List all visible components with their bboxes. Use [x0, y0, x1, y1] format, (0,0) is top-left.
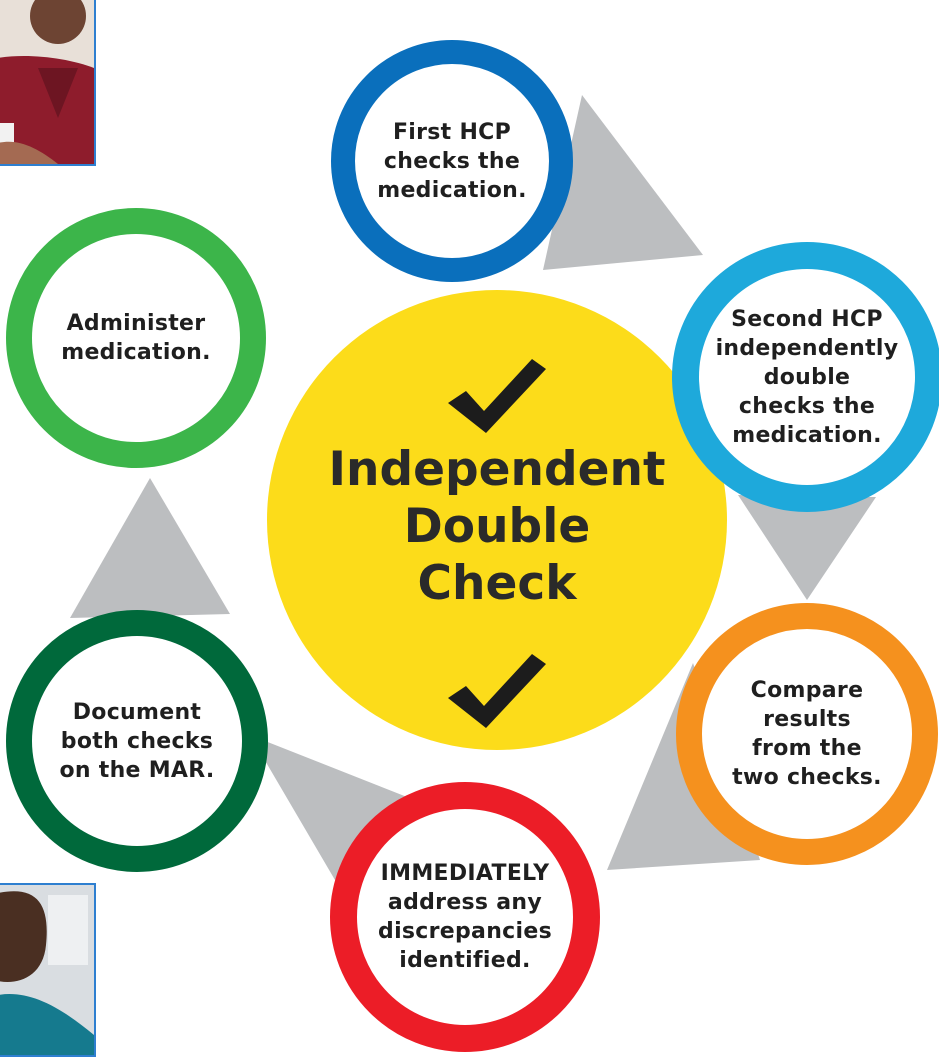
hub-circle: Independent Double Check	[267, 290, 727, 750]
technician-photo	[0, 883, 96, 1057]
arrow-second-to-compare	[738, 495, 876, 600]
step-document-checks-text: Document both checks on the MAR.	[59, 699, 215, 783]
arrow-document-to-administer	[70, 478, 230, 618]
check-mark-icon	[448, 654, 546, 728]
step-second-check: Second HCP independently double checks t…	[672, 242, 939, 512]
step-second-check-text: Second HCP independently double checks t…	[715, 306, 899, 448]
step-first-check: First HCP checks the medication.	[331, 40, 573, 282]
step-document-checks: Document both checks on the MAR.	[6, 610, 268, 872]
hub-title: Independent Double Check	[328, 441, 666, 611]
step-administer: Administer medication.	[6, 208, 266, 468]
step-first-check-text: First HCP checks the medication.	[377, 119, 527, 203]
step-address-discrepancies-text: IMMEDIATELY address any discrepancies id…	[378, 861, 552, 973]
arrow-immediately-to-document	[250, 735, 407, 880]
step-compare-results-text: Compare results from the two checks.	[732, 678, 882, 790]
step-address-discrepancies: IMMEDIATELY address any discrepancies id…	[330, 782, 600, 1052]
step-compare-results: Compare results from the two checks.	[676, 603, 938, 865]
step-administer-text: Administer medication.	[61, 311, 211, 365]
check-mark-icon	[448, 359, 546, 433]
nurse-photo	[0, 0, 96, 166]
arrow-first-to-second	[543, 95, 703, 270]
